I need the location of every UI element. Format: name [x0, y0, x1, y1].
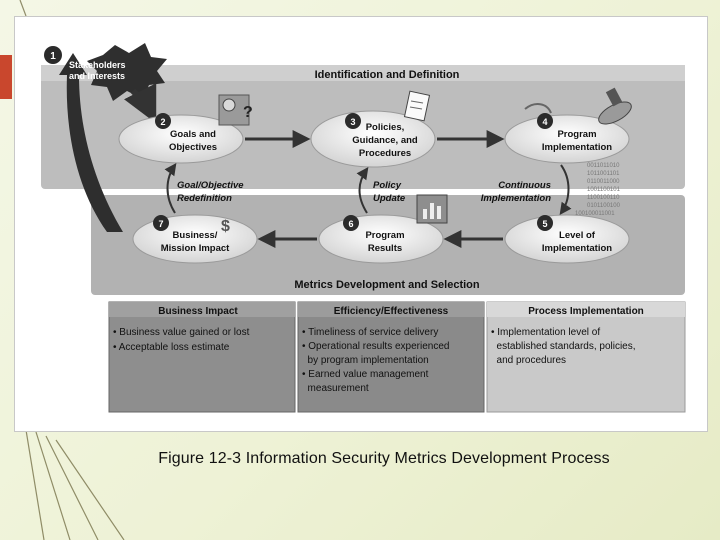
- binary-data-icon: 0011011010 1011001101 0110011000 1001100…: [575, 163, 621, 217]
- step-label: Results: [368, 243, 402, 254]
- step-label: Mission Impact: [161, 243, 230, 254]
- step-number: 3: [350, 117, 355, 127]
- panel-process-implementation: [486, 301, 686, 413]
- panel-bullet: • Operational results experienced: [302, 341, 449, 352]
- panel-title: Efficiency/Effectiveness: [334, 306, 449, 317]
- identification-band-label: Identification and Definition: [315, 69, 460, 81]
- panel-title: Process Implementation: [528, 306, 644, 317]
- svg-text:$: $: [221, 218, 230, 235]
- step-label: Implementation: [542, 243, 612, 254]
- ellipse-implementation: [504, 114, 630, 164]
- step-number: 2: [160, 117, 165, 127]
- panel-bullet: • Acceptable loss estimate: [113, 342, 230, 353]
- step-label: Program: [365, 230, 404, 241]
- return-arrow: [59, 53, 123, 232]
- panel-bullet: • Business value gained or lost: [113, 327, 250, 338]
- step-label: Implementation: [542, 142, 612, 153]
- svg-text:0011011010: 0011011010: [587, 163, 620, 169]
- panel-bullet: and procedures: [491, 355, 566, 366]
- step-number: 6: [348, 219, 353, 229]
- figure-frame: Identification and Definition Metrics De…: [14, 16, 708, 432]
- dollar-icon: $: [221, 218, 230, 235]
- step-label: Program: [557, 129, 596, 140]
- metrics-band-label: Metrics Development and Selection: [294, 279, 479, 291]
- figure-caption: Figure 12-3 Information Security Metrics…: [158, 450, 610, 467]
- panel-efficiency: [297, 301, 485, 413]
- step-number: 5: [542, 219, 547, 229]
- svg-text:1100100110: 1100100110: [587, 195, 620, 201]
- step-number: 4: [542, 117, 547, 127]
- feedback-label: Goal/Objective: [177, 180, 244, 191]
- step-number: 1: [50, 51, 56, 62]
- svg-text:100100011001: 100100011001: [575, 211, 615, 217]
- panel-bullet: by program implementation: [302, 355, 429, 366]
- panel-title: Business Impact: [158, 306, 238, 317]
- panel-business-impact: [108, 301, 296, 413]
- person-question-icon: ?: [218, 94, 253, 126]
- svg-text:?: ?: [243, 104, 253, 121]
- step-label: Goals and: [170, 129, 216, 140]
- step-label: Guidance, and: [352, 135, 418, 146]
- panel-bullet: established standards, policies,: [491, 341, 636, 352]
- feedback-label: Continuous: [498, 180, 551, 191]
- svg-text:0101100100: 0101100100: [587, 203, 621, 209]
- step-label: Procedures: [359, 148, 411, 159]
- step-badges: [153, 113, 553, 231]
- feedback-label: Implementation: [481, 193, 551, 204]
- step-label: Policies,: [366, 122, 405, 133]
- feedback-label: Policy: [373, 180, 402, 191]
- approved-stamp-icon: [524, 87, 632, 125]
- document-icon: [403, 90, 431, 122]
- svg-text:1011001101: 1011001101: [587, 171, 620, 177]
- panel-bullet: measurement: [302, 383, 369, 394]
- svg-text:1001100101: 1001100101: [587, 187, 621, 193]
- ellipse-level: [504, 214, 630, 264]
- panel-bullet: • Timeliness of service delivery: [302, 327, 438, 338]
- svg-text:0110011000: 0110011000: [587, 179, 620, 185]
- step-label: Stakeholders: [69, 60, 126, 70]
- metrics-process-diagram: Identification and Definition Metrics De…: [41, 43, 686, 413]
- step-label: Business/: [173, 230, 218, 241]
- feedback-label: Update: [373, 193, 406, 204]
- slide-accent-bar: [0, 55, 12, 99]
- step-label: Objectives: [169, 142, 217, 153]
- step-label: and Interests: [69, 71, 125, 81]
- step-badge: [44, 46, 62, 64]
- panel-bullet: • Implementation level of: [491, 327, 600, 338]
- chart-photo-icon: [416, 194, 448, 224]
- feedback-label: Redefinition: [177, 193, 232, 204]
- ellipse-goals: [118, 114, 244, 164]
- step-label: Level of: [559, 230, 596, 241]
- panel-bullet: • Earned value management: [302, 369, 429, 380]
- ellipse-policies: [310, 110, 436, 168]
- step-number: 7: [158, 219, 163, 229]
